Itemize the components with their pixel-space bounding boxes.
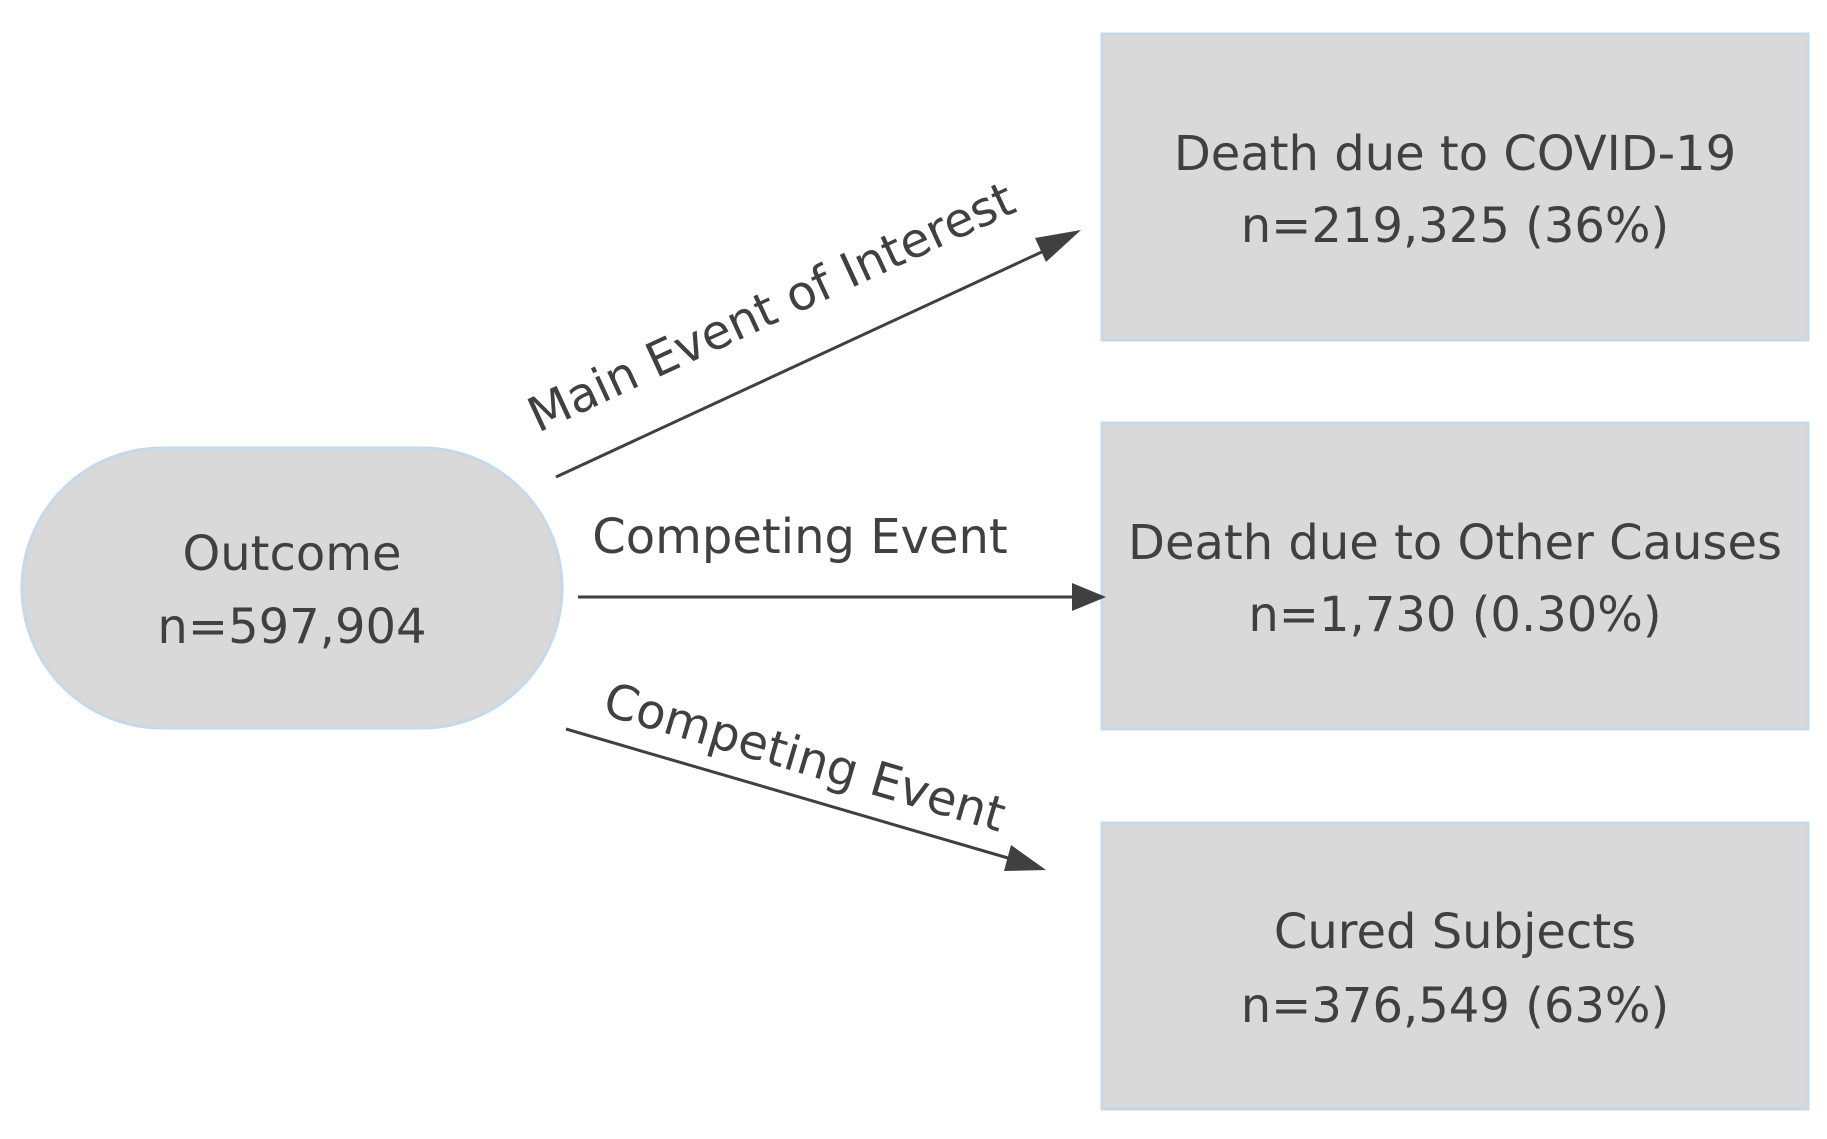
outcome-node-shape <box>20 446 564 730</box>
target-node-other-death: Death due to Other Causes n=1,730 (0.30%… <box>1100 421 1810 731</box>
edge-competing-cured-line <box>565 727 1009 860</box>
outcome-node-title: Outcome <box>182 526 401 582</box>
target-node-covid-death-count: n=219,325 (36%) <box>1241 198 1670 254</box>
target-node-covid-death: Death due to COVID-19 n=219,325 (36%) <box>1100 32 1810 342</box>
outcome-node-count: n=597,904 <box>157 599 426 655</box>
outcome-node: Outcome n=597,904 <box>20 446 564 730</box>
edge-main-event-line <box>555 248 1047 479</box>
target-node-cured-count: n=376,549 (63%) <box>1241 978 1670 1034</box>
target-node-other-death-title: Death due to Other Causes <box>1128 515 1782 571</box>
edge-competing-other: Competing Event <box>578 509 1106 611</box>
edge-main-event-arrowhead <box>1035 230 1081 262</box>
target-node-covid-death-box <box>1100 32 1810 342</box>
edge-main-event-label: Main Event of Interest <box>519 171 1023 444</box>
target-node-other-death-count: n=1,730 (0.30%) <box>1248 587 1661 643</box>
target-node-cured-title: Cured Subjects <box>1274 904 1636 960</box>
target-node-cured: Cured Subjects n=376,549 (63%) <box>1100 821 1810 1111</box>
edge-main-event: Main Event of Interest <box>519 171 1081 479</box>
target-node-other-death-box <box>1100 421 1810 731</box>
edge-competing-cured-arrowhead <box>1004 845 1046 871</box>
edge-competing-other-label: Competing Event <box>592 509 1007 565</box>
edge-competing-other-arrowhead <box>1072 583 1106 611</box>
target-node-cured-box <box>1100 821 1810 1111</box>
edge-competing-cured: Competing Event <box>565 672 1046 871</box>
target-node-covid-death-title: Death due to COVID-19 <box>1174 126 1736 182</box>
